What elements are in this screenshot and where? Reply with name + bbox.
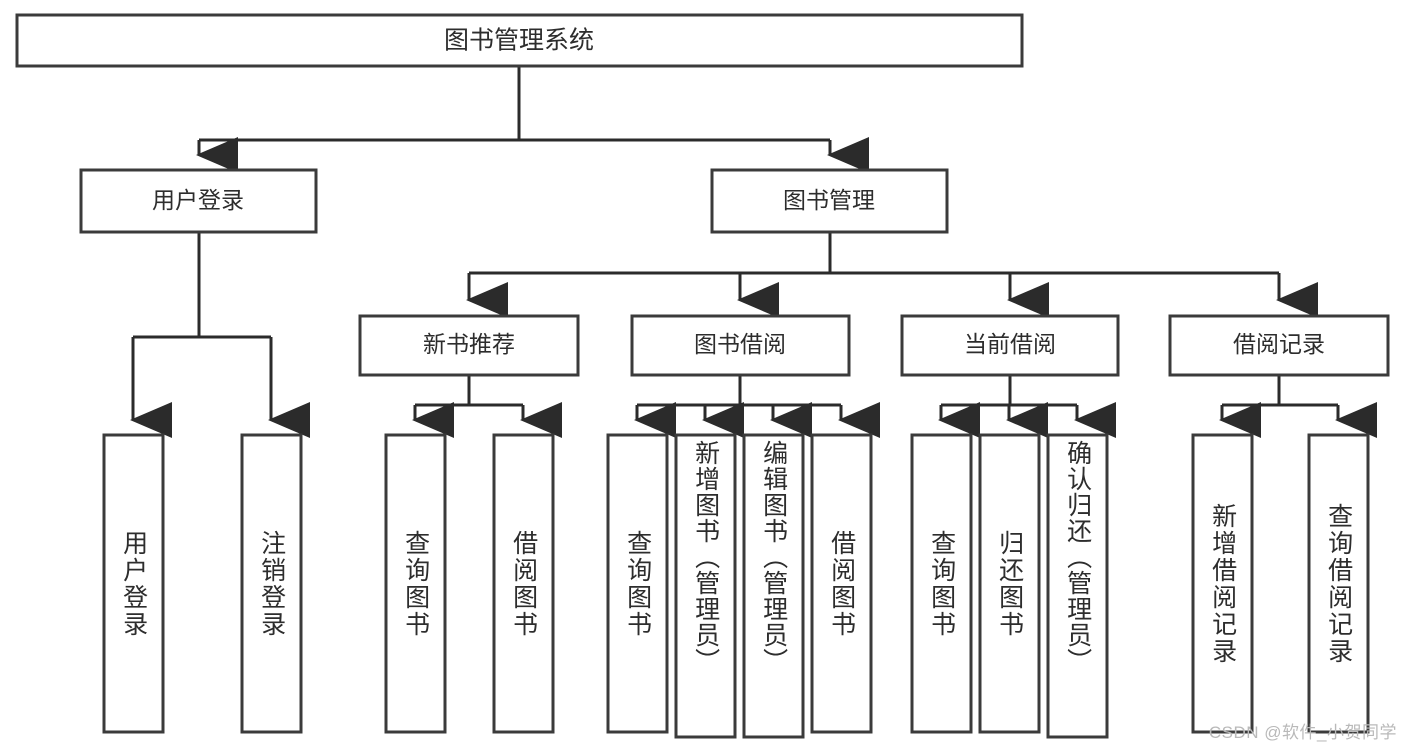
leaf-node-logout[interactable]: [240, 433, 303, 734]
leaf-label-add-book: 新增图书（管理员）: [691, 440, 720, 674]
leaf-label-query-book-3: 查询图书: [927, 529, 956, 638]
node-book-mgmt-label: 图书管理: [783, 187, 875, 213]
node-root-label: 图书管理系统: [444, 27, 594, 55]
node-current-borrow[interactable]: 当前借阅: [900, 314, 1120, 377]
connector-book-borrow-to-leaves: [634, 375, 880, 438]
leaf-node-return-book[interactable]: [978, 433, 1041, 734]
leaf-label-query-book-2: 查询图书: [623, 529, 652, 638]
leaf-label-logout: 注销登录: [257, 529, 286, 638]
leaf-label-borrow-book-1: 借阅图书: [509, 529, 538, 638]
connector-borrow-record-to-leaves: [1219, 375, 1377, 438]
leaf-node-add-book[interactable]: [674, 433, 737, 739]
node-root[interactable]: 图书管理系统: [15, 13, 1024, 68]
node-book-borrow-label: 图书借阅: [694, 331, 786, 357]
node-book-mgmt[interactable]: 图书管理: [710, 168, 949, 234]
leaf-node-query-book-3[interactable]: [910, 433, 973, 734]
connector-user-login-to-leaves: [130, 232, 310, 438]
leaf-label-add-record: 新增借阅记录: [1208, 502, 1237, 665]
node-current-borrow-label: 当前借阅: [964, 331, 1056, 357]
node-new-book-rec-label: 新书推荐: [423, 331, 515, 357]
node-user-login[interactable]: 用户登录: [79, 168, 318, 234]
leaf-node-user-login[interactable]: [102, 433, 165, 734]
node-new-book-rec[interactable]: 新书推荐: [358, 314, 580, 377]
leaf-label-borrow-book-2: 借阅图书: [827, 529, 856, 638]
leaf-node-query-book-2[interactable]: [606, 433, 669, 734]
leaf-label-edit-book: 编辑图书（管理员）: [759, 440, 788, 674]
leaf-label-query-book-1: 查询图书: [401, 529, 430, 638]
leaf-node-query-book-1[interactable]: [384, 433, 447, 734]
node-book-borrow[interactable]: 图书借阅: [630, 314, 851, 377]
connector-new-book-rec-to-leaves: [412, 375, 562, 438]
leaf-label-user-login: 用户登录: [119, 529, 148, 638]
node-borrow-record[interactable]: 借阅记录: [1168, 314, 1390, 377]
leaf-node-confirm-return[interactable]: [1046, 433, 1109, 739]
leaf-label-return-book: 归还图书: [995, 529, 1024, 638]
leaf-node-borrow-book-2[interactable]: [810, 433, 873, 734]
node-user-login-label: 用户登录: [152, 187, 244, 213]
leaf-node-query-record[interactable]: [1307, 433, 1370, 734]
connector-root-to-level1: [196, 66, 869, 173]
leaf-node-borrow-book-1[interactable]: [492, 433, 555, 734]
leaf-node-edit-book[interactable]: [742, 433, 805, 739]
node-borrow-record-label: 借阅记录: [1233, 331, 1325, 357]
leaf-node-add-record[interactable]: [1191, 433, 1254, 734]
leaf-label-confirm-return: 确认归还（管理员）: [1063, 440, 1092, 674]
connector-current-borrow-to-leaves: [938, 375, 1116, 438]
connector-book-mgmt-to-level2: [466, 232, 1318, 318]
leaf-label-query-record: 查询借阅记录: [1324, 502, 1353, 665]
